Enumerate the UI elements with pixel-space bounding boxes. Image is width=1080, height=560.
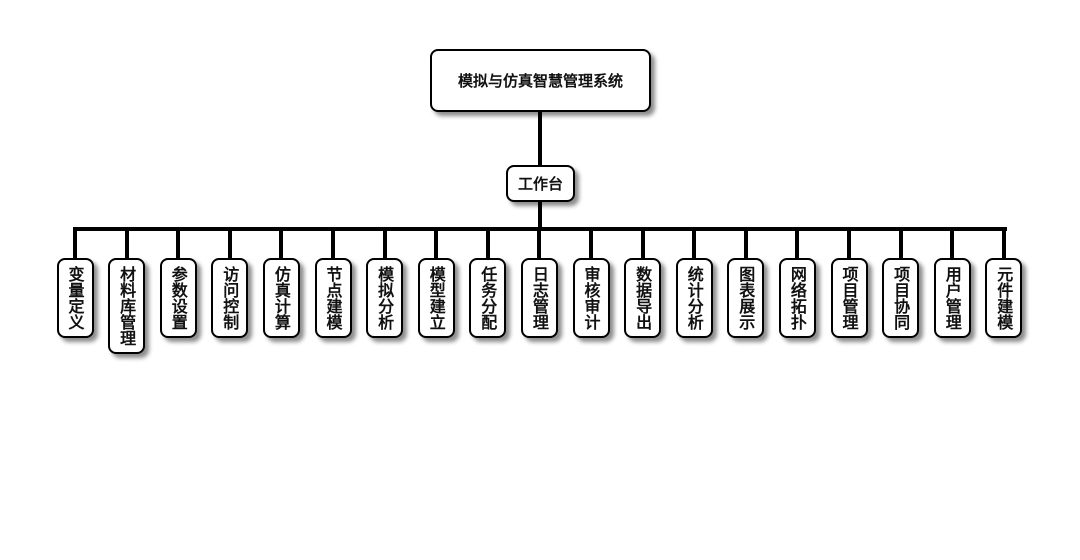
root-label: 模拟与仿真智慧管理系统 <box>457 72 623 90</box>
connector-module <box>279 229 284 259</box>
module-label: 材料库管理 <box>117 266 137 346</box>
root-node[interactable]: 模拟与仿真智慧管理系统 <box>430 49 651 112</box>
module-label: 统计分析 <box>684 266 704 330</box>
module-node[interactable]: 节点建模 <box>314 258 352 338</box>
module-label: 用户管理 <box>942 266 962 330</box>
module-node[interactable]: 任务分配 <box>469 258 507 338</box>
module-node[interactable]: 用户管理 <box>933 258 971 338</box>
module-node[interactable]: 仿真计算 <box>262 258 300 338</box>
connector-module <box>950 229 955 259</box>
module-node[interactable]: 参数设置 <box>159 258 197 338</box>
module-label: 节点建模 <box>323 266 343 330</box>
module-label: 数据导出 <box>633 266 653 330</box>
connector-module <box>847 229 851 259</box>
hub-label: 工作台 <box>517 175 563 193</box>
connector-root-hub <box>538 112 542 165</box>
module-label: 仿真计算 <box>271 266 291 330</box>
module-label: 模型建立 <box>426 266 446 330</box>
connector-module <box>589 229 593 259</box>
module-node[interactable]: 数据导出 <box>624 258 662 338</box>
module-node[interactable]: 变量定义 <box>56 258 94 338</box>
module-node[interactable]: 日志管理 <box>520 258 558 338</box>
connector-module <box>795 229 800 259</box>
module-node[interactable]: 元件建模 <box>985 258 1023 338</box>
module-label: 模拟分析 <box>375 266 395 330</box>
module-label: 网络拓扑 <box>787 266 807 330</box>
module-node[interactable]: 统计分析 <box>675 258 713 338</box>
connector-module <box>692 229 697 259</box>
connector-module <box>176 229 181 259</box>
connector-module <box>743 229 748 259</box>
connector-module <box>124 229 129 259</box>
connector-module <box>537 229 542 259</box>
connector-module <box>331 229 335 259</box>
module-label: 图表展示 <box>736 266 756 330</box>
module-node[interactable]: 项目管理 <box>830 258 868 338</box>
connector-module <box>1001 229 1006 259</box>
module-node[interactable]: 项目协同 <box>882 258 920 338</box>
hub-node[interactable]: 工作台 <box>506 165 575 202</box>
module-label: 项目协同 <box>891 266 911 330</box>
connector-module <box>227 229 232 259</box>
module-label: 日志管理 <box>529 266 549 330</box>
module-label: 项目管理 <box>839 266 859 330</box>
module-node[interactable]: 模拟分析 <box>366 258 404 338</box>
module-label: 任务分配 <box>478 266 498 330</box>
connector-module <box>640 229 645 259</box>
module-label: 审核审计 <box>581 266 601 330</box>
module-node[interactable]: 材料库管理 <box>108 258 146 354</box>
connector-hub-bus <box>538 202 542 230</box>
module-node[interactable]: 图表展示 <box>727 258 765 338</box>
module-label: 元件建模 <box>994 266 1014 330</box>
connector-module <box>73 229 77 259</box>
module-label: 变量定义 <box>65 266 85 330</box>
module-node[interactable]: 模型建立 <box>417 258 455 338</box>
connector-module <box>485 229 490 259</box>
module-node[interactable]: 审核审计 <box>572 258 610 338</box>
module-label: 访问控制 <box>220 266 240 330</box>
module-node[interactable]: 网络拓扑 <box>778 258 816 338</box>
module-label: 参数设置 <box>168 266 188 330</box>
module-node[interactable]: 访问控制 <box>211 258 249 338</box>
connector-module <box>898 229 903 259</box>
connector-module <box>382 229 387 259</box>
connector-module <box>434 229 439 259</box>
